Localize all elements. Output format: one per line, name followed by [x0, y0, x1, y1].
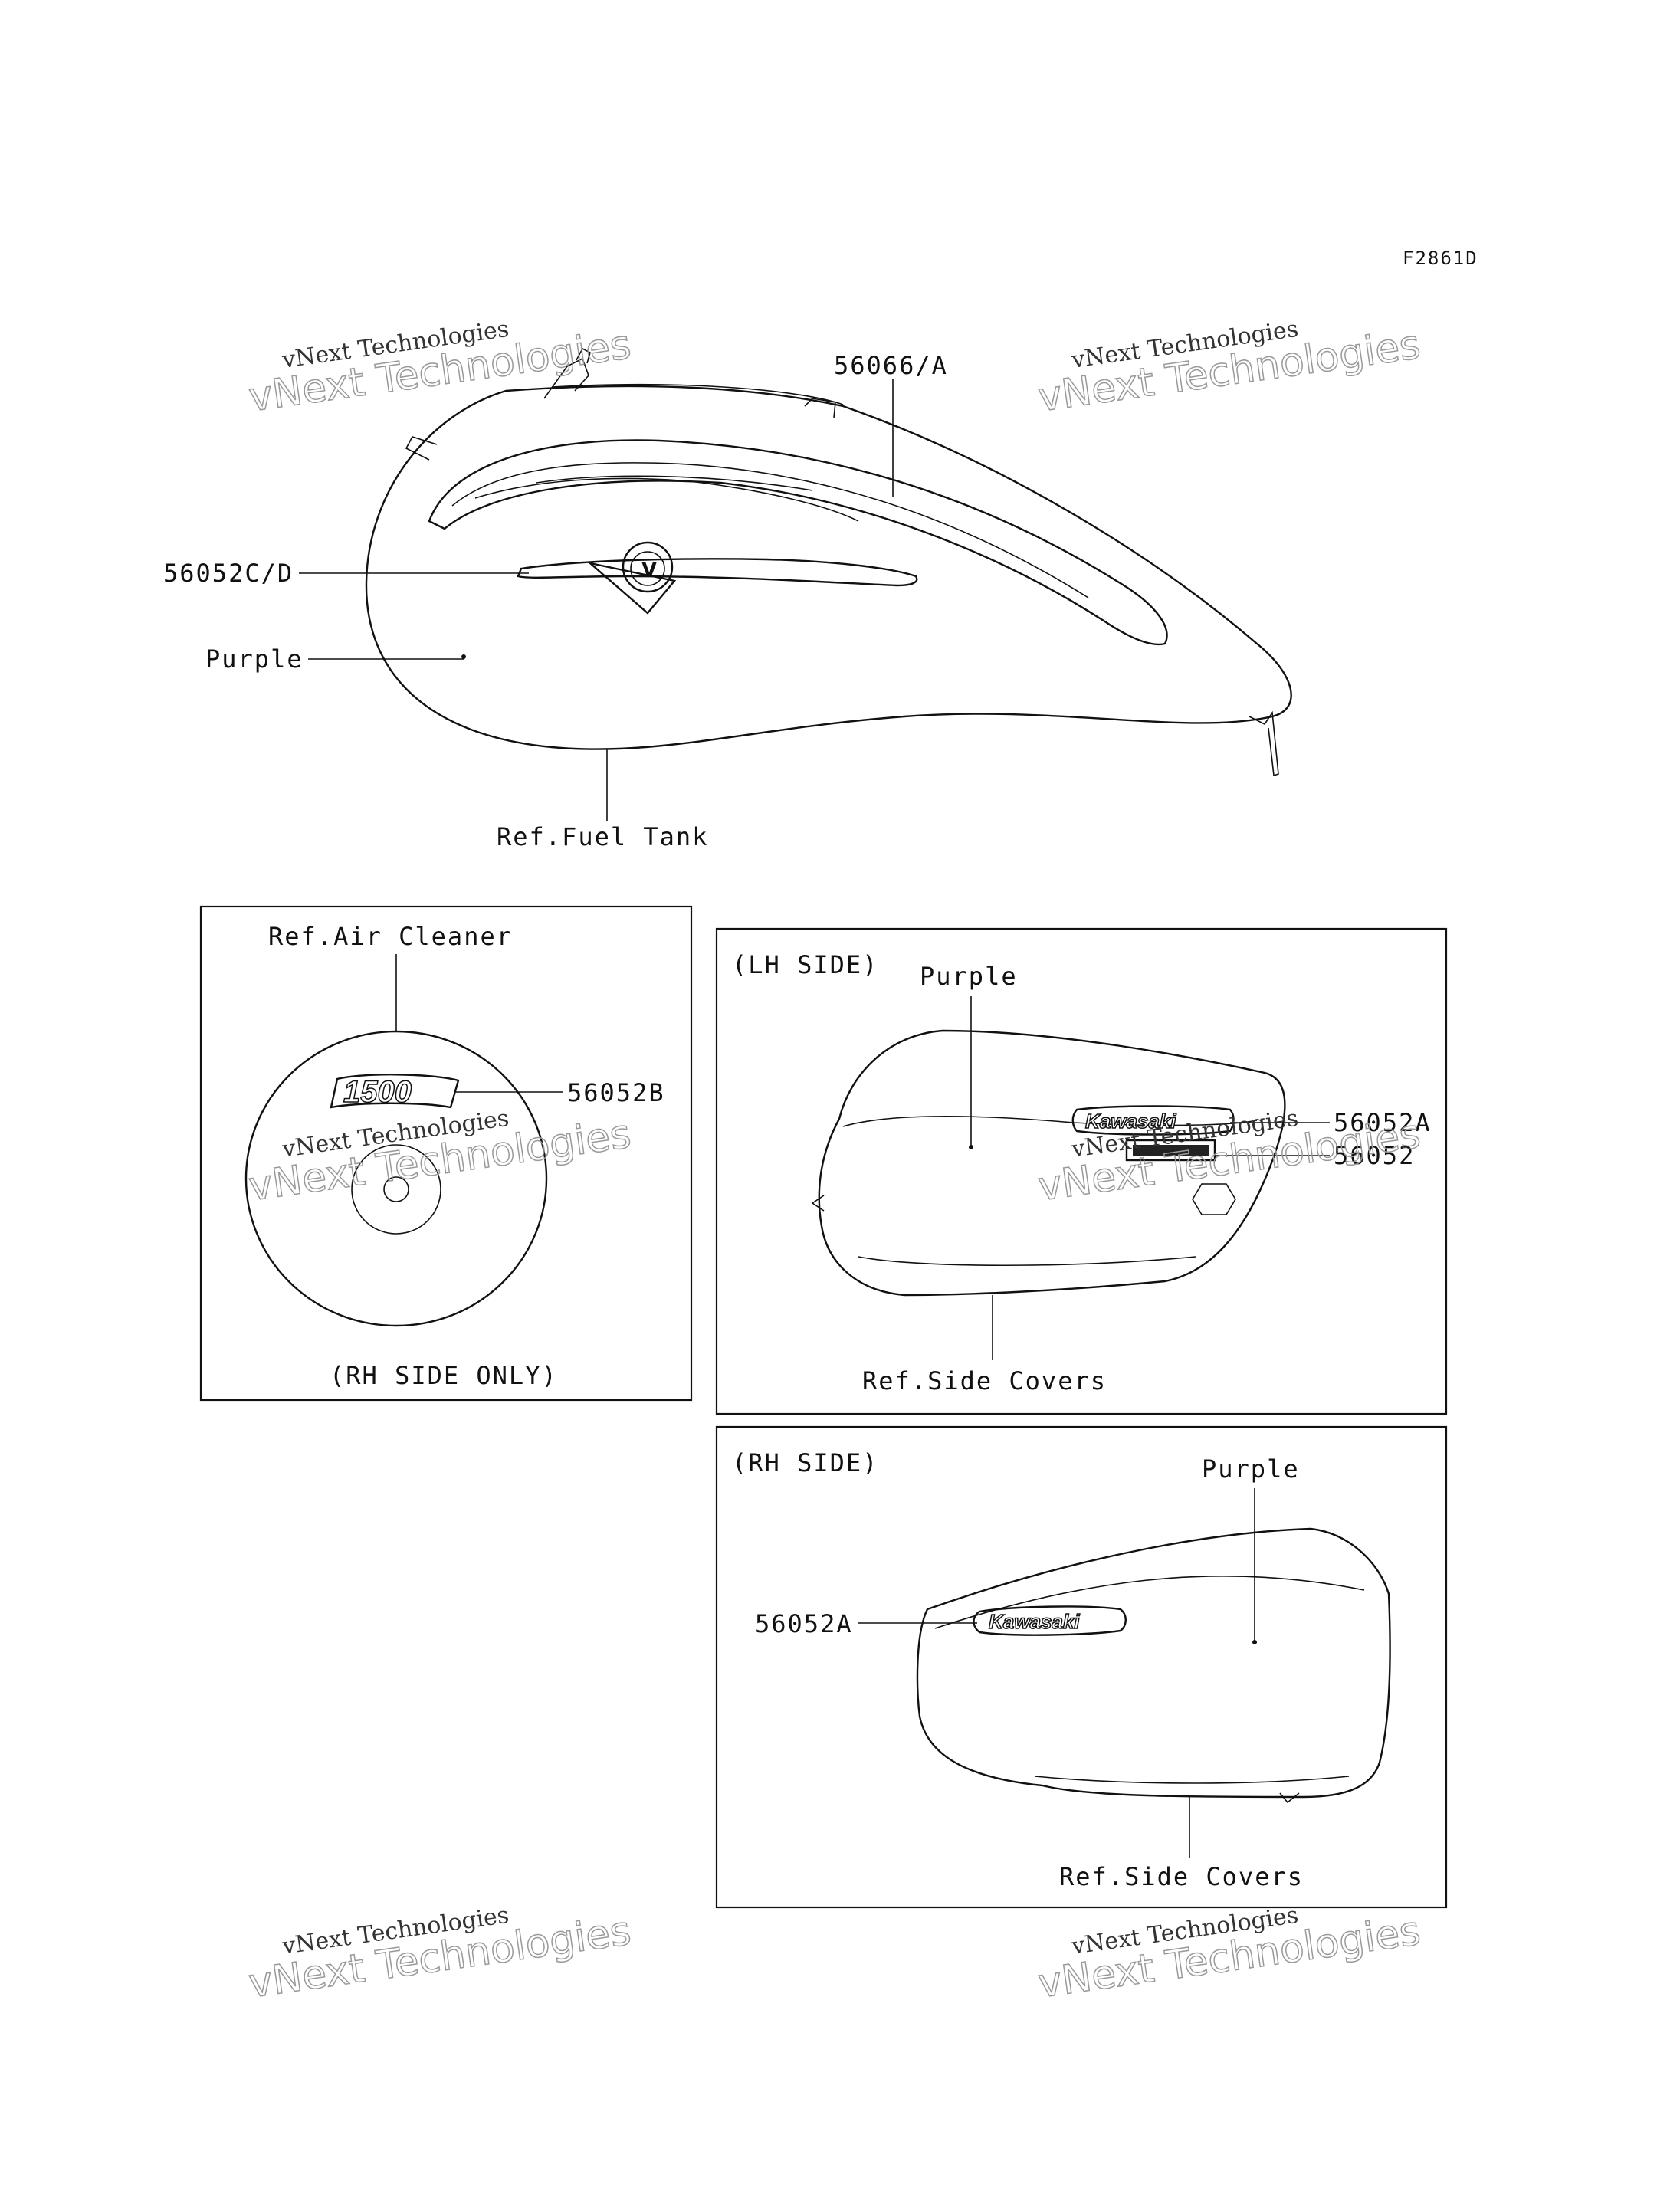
lh-ref-side-covers-label: Ref.Side Covers — [862, 1366, 1107, 1395]
fuel-tank-drawing: V — [365, 347, 1292, 777]
lh-callout-56052A: 56052A — [1334, 1108, 1432, 1137]
figure-code: F2861D — [1403, 248, 1478, 269]
lh-kawasaki-logo: Kawasaki — [1085, 1110, 1176, 1133]
ref-air-cleaner-label: Ref.Air Cleaner — [268, 922, 513, 951]
rh-color-label: Purple — [1202, 1454, 1300, 1484]
watermark-4: vNext Technologies vNext Technologies — [1035, 1105, 1423, 1211]
watermark-6: vNext Technologies vNext Technologies — [1035, 1902, 1423, 2008]
lh-callout-56052: 56052 — [1334, 1141, 1415, 1170]
tank-color-label: Purple — [205, 644, 304, 674]
rh-side-only-note: (RH SIDE ONLY) — [330, 1361, 558, 1390]
fuel-tank-callouts: 56066/A 56052C/D Purple Ref.Fuel Tank — [163, 351, 948, 851]
callout-56052CD: 56052C/D — [163, 559, 294, 588]
lh-color-label: Purple — [920, 962, 1018, 991]
rh-kawasaki-logo: Kawasaki — [989, 1610, 1080, 1633]
rh-side-callouts: (RH SIDE) Purple 56052A Ref.Side Covers — [732, 1448, 1304, 1891]
badge-1500: 1500 — [343, 1075, 412, 1109]
rh-callout-56052A: 56052A — [755, 1609, 853, 1638]
air-cleaner-callouts: Ref.Air Cleaner 56052B (RH SIDE ONLY) — [268, 922, 665, 1390]
air-cleaner-drawing: 1500 — [244, 1030, 548, 1327]
watermark-5: vNext Technologies vNext Technologies — [245, 1902, 634, 2008]
rh-side-box — [715, 1425, 1448, 1909]
callout-56066A: 56066/A — [834, 351, 948, 380]
rh-ref-side-covers-label: Ref.Side Covers — [1059, 1862, 1304, 1891]
air-cleaner-box — [199, 905, 693, 1402]
lh-side-title: (LH SIDE) — [732, 950, 878, 979]
lh-side-callouts: (LH SIDE) Purple 56052A 56052 Ref.Side C… — [732, 950, 1432, 1395]
rh-side-cover-drawing: Kawasaki — [916, 1527, 1391, 1804]
watermark-2: vNext Technologies vNext Technologies — [1035, 316, 1423, 421]
ref-fuel-tank-label: Ref.Fuel Tank — [497, 822, 708, 851]
lh-side-box — [715, 927, 1448, 1415]
callout-56052B: 56052B — [567, 1078, 665, 1107]
watermark-1: vNext Technologies vNext Technologies — [245, 316, 634, 421]
rh-side-title: (RH SIDE) — [732, 1448, 878, 1477]
v-emblem-letter: V — [641, 559, 657, 582]
lh-side-cover-drawing: Kawasaki — [811, 1029, 1286, 1297]
